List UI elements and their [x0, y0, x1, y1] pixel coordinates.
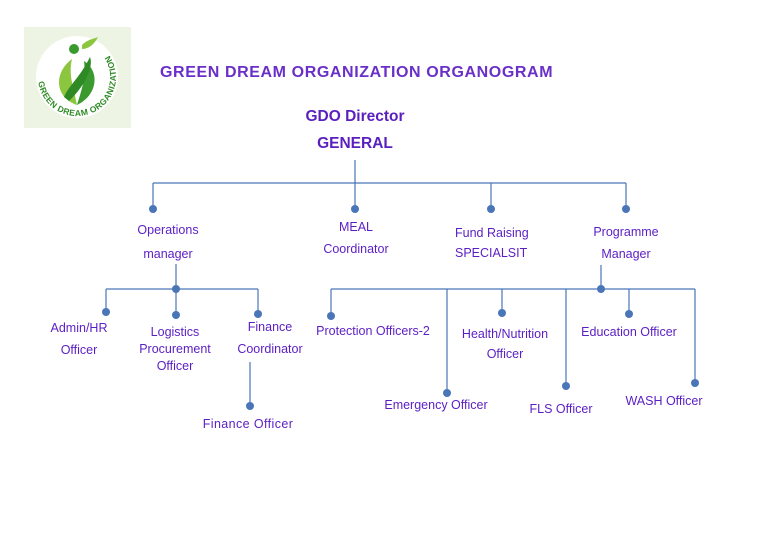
node-dot-finance-coord — [254, 310, 262, 318]
node-dot-education — [625, 310, 633, 318]
meal-coordinator-node: MEAL Coordinator — [323, 220, 389, 256]
finance-coordinator-node: Finance Coordinator — [237, 320, 303, 356]
director-line1: GDO Director — [305, 108, 405, 125]
node-dot-health — [498, 309, 506, 317]
node-dot-fundraising — [487, 205, 495, 213]
node-dot-emergency — [443, 389, 451, 397]
admin-hr-officer-node: Admin/HR Officer — [50, 321, 108, 357]
fundraising-specialist-node: Fund Raising SPECIALSIT — [455, 226, 529, 260]
fls-officer-node: FLS Officer — [529, 402, 593, 416]
node-dot-finance-officer — [246, 402, 254, 410]
node-dot-admin-hr — [102, 308, 110, 316]
health-nutrition-officer-node: Health/Nutrition Officer — [461, 327, 549, 361]
programme-manager-node: Programme Manager — [593, 225, 659, 261]
emergency-officer-node: Emergency Officer — [384, 398, 488, 412]
director-node: GDO Director GENERAL — [290, 103, 420, 157]
node-dot-meal — [351, 205, 359, 213]
wash-officer-node: WASH Officer — [625, 394, 703, 408]
finance-officer-node: Finance Officer — [202, 417, 294, 431]
node-dot-programme-hub — [597, 285, 605, 293]
node-dot-logistics — [172, 311, 180, 319]
node-dot-operations — [149, 205, 157, 213]
page-title: GREEN DREAM ORGANIZATION ORGANOGRAM — [160, 64, 554, 81]
logistics-procurement-officer-node: Logistics Procurement Officer — [139, 325, 211, 373]
operations-manager-node: Operations manager — [137, 223, 199, 261]
node-dot-wash — [691, 379, 699, 387]
node-dot-programme — [622, 205, 630, 213]
node-dot-operations-hub — [172, 285, 180, 293]
gdo-logo: GREEN DREAM ORGANIZATION — [24, 27, 131, 128]
director-line2: GENERAL — [317, 135, 393, 152]
node-dot-fls — [562, 382, 570, 390]
education-officer-node: Education Officer — [581, 325, 677, 339]
node-dot-protection — [327, 312, 335, 320]
logo-emblem-icon: GREEN DREAM ORGANIZATION — [36, 36, 118, 118]
protection-officers-node: Protection Officers-2 — [316, 324, 430, 338]
